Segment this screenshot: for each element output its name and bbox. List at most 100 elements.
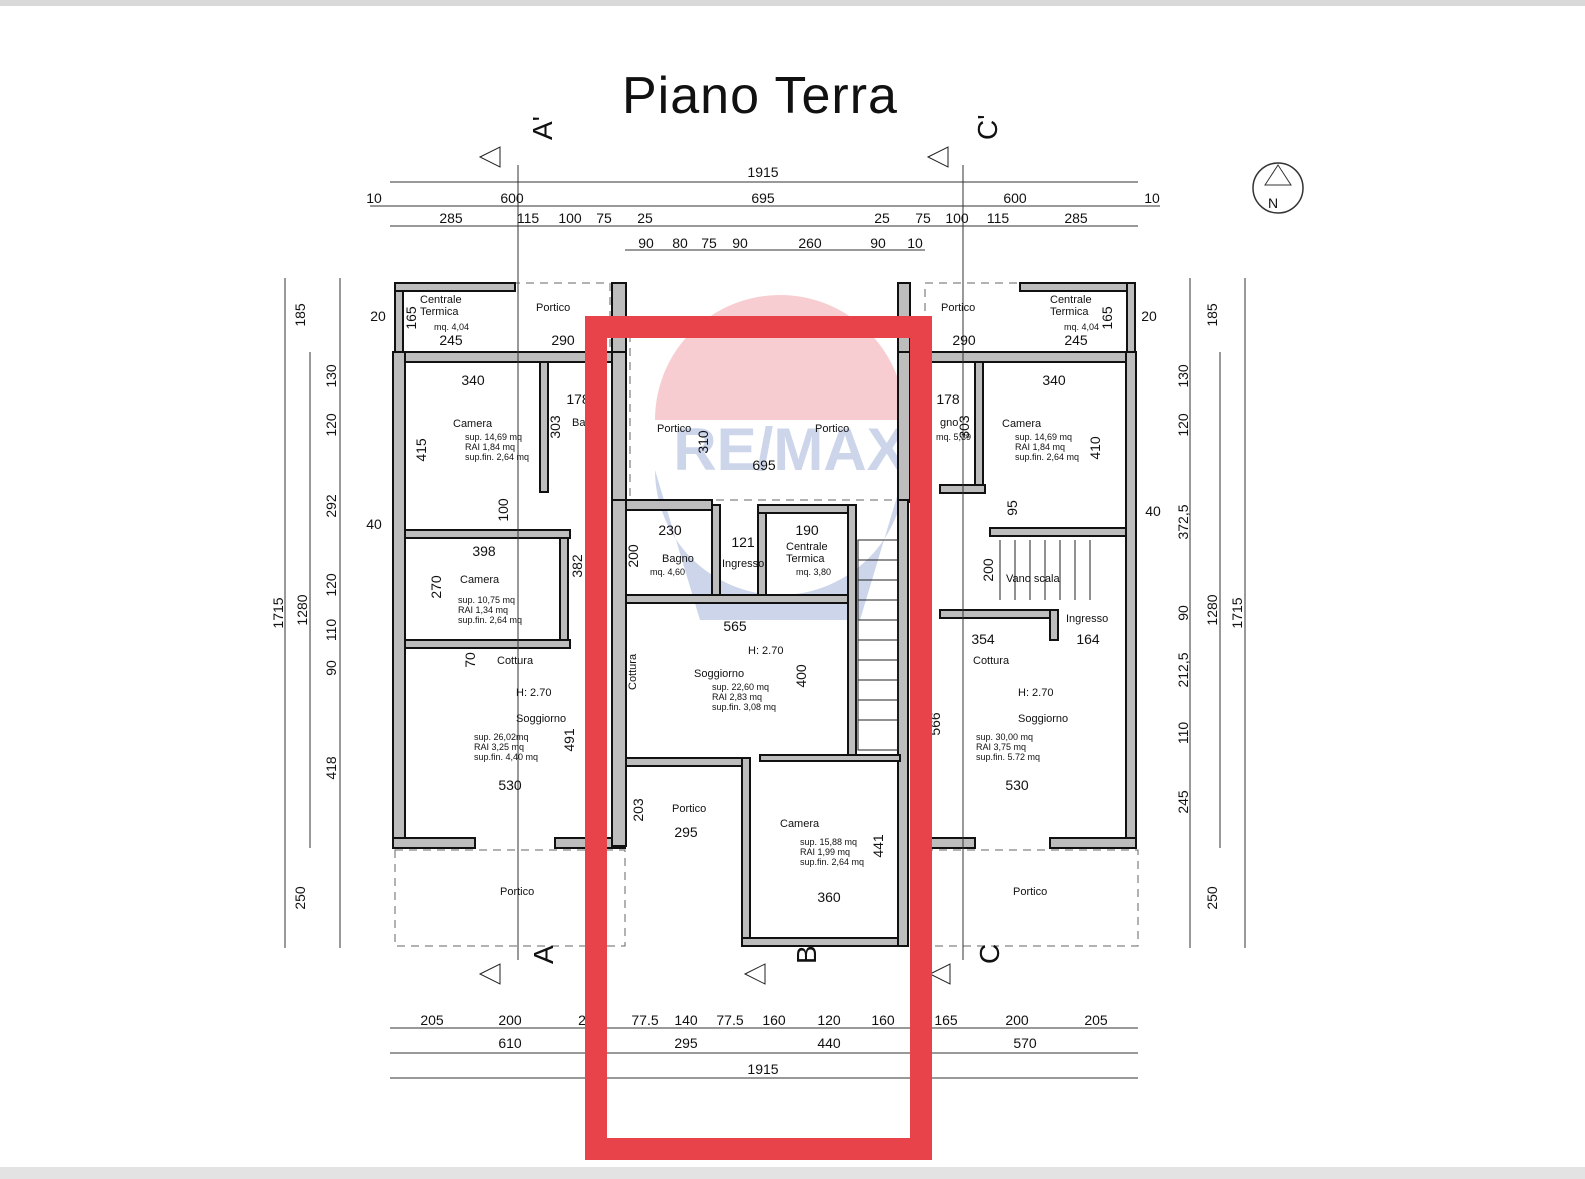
svg-text:310: 310 xyxy=(695,430,711,454)
svg-text:340: 340 xyxy=(461,372,485,388)
top-dimensions: 1915 10 600 695 600 10 285 115 100 75 25… xyxy=(366,164,1160,251)
svg-text:Portico: Portico xyxy=(815,423,849,435)
bottom-edge xyxy=(0,1167,1585,1179)
svg-text:sup. 22,60 mq: sup. 22,60 mq xyxy=(712,682,769,692)
svg-text:Camera: Camera xyxy=(453,418,493,430)
svg-text:B: B xyxy=(791,945,822,964)
svg-text:Vano scala: Vano scala xyxy=(1006,573,1060,585)
svg-text:372,5: 372,5 xyxy=(1175,504,1191,539)
staircase xyxy=(857,539,1091,751)
svg-text:Portico: Portico xyxy=(500,886,534,898)
svg-text:441: 441 xyxy=(870,834,886,858)
svg-text:1915: 1915 xyxy=(747,164,778,180)
svg-text:340: 340 xyxy=(1042,372,1066,388)
svg-text:250: 250 xyxy=(1204,886,1220,910)
svg-text:N: N xyxy=(1268,195,1278,211)
svg-text:410: 410 xyxy=(1087,436,1103,460)
svg-text:160: 160 xyxy=(871,1012,895,1028)
svg-text:285: 285 xyxy=(439,210,463,226)
svg-text:610: 610 xyxy=(498,1035,522,1051)
svg-text:600: 600 xyxy=(500,190,524,206)
svg-text:80: 80 xyxy=(672,235,688,251)
svg-text:10: 10 xyxy=(1144,190,1160,206)
svg-text:90: 90 xyxy=(323,660,339,676)
svg-text:1280: 1280 xyxy=(1204,594,1220,625)
svg-text:H: 2.70: H: 2.70 xyxy=(516,687,551,699)
svg-text:70: 70 xyxy=(462,652,478,668)
svg-text:120: 120 xyxy=(323,413,339,437)
svg-text:530: 530 xyxy=(1005,777,1029,793)
svg-text:A: A xyxy=(528,945,559,964)
svg-text:90: 90 xyxy=(732,235,748,251)
svg-text:sup. 14,69 mq: sup. 14,69 mq xyxy=(1015,432,1072,442)
svg-text:1915: 1915 xyxy=(747,1061,778,1077)
svg-text:sup.fin. 3,08 mq: sup.fin. 3,08 mq xyxy=(712,702,776,712)
left-dimensions: 1715 1280 185 130 120 292 120 110 90 418… xyxy=(270,303,339,910)
svg-text:120: 120 xyxy=(817,1012,841,1028)
svg-text:RAI 1,34 mq: RAI 1,34 mq xyxy=(458,605,508,615)
svg-text:270: 270 xyxy=(428,575,444,599)
svg-text:695: 695 xyxy=(751,190,775,206)
svg-text:90: 90 xyxy=(1175,605,1191,621)
svg-text:110: 110 xyxy=(323,619,339,642)
svg-text:sup.fin. 4,40 mq: sup.fin. 4,40 mq xyxy=(474,752,538,762)
svg-text:203: 203 xyxy=(630,798,646,822)
page-title: Piano Terra xyxy=(622,67,898,125)
svg-text:Camera: Camera xyxy=(1002,418,1042,430)
svg-text:303: 303 xyxy=(956,415,972,439)
svg-text:382: 382 xyxy=(569,554,585,578)
svg-text:20: 20 xyxy=(370,308,386,324)
svg-text:A': A' xyxy=(527,116,558,140)
svg-text:75: 75 xyxy=(701,235,717,251)
svg-text:Soggiorno: Soggiorno xyxy=(694,668,744,680)
svg-text:75: 75 xyxy=(596,210,612,226)
svg-text:gno: gno xyxy=(940,417,958,429)
portico-br-outline xyxy=(924,849,1139,947)
svg-text:sup. 10,75 mq: sup. 10,75 mq xyxy=(458,595,515,605)
svg-text:RAI 1,99 mq: RAI 1,99 mq xyxy=(800,847,850,857)
svg-text:sup. 14,69 mq: sup. 14,69 mq xyxy=(465,432,522,442)
svg-text:sup. 15,88 mq: sup. 15,88 mq xyxy=(800,837,857,847)
svg-text:290: 290 xyxy=(551,332,575,348)
svg-text:Ingresso: Ingresso xyxy=(1066,613,1108,625)
right-dimensions: 1715 1280 185 130 120 372,5 90 212,5 110… xyxy=(1175,303,1245,910)
svg-text:110: 110 xyxy=(1175,722,1191,745)
svg-text:185: 185 xyxy=(292,303,308,327)
svg-text:90: 90 xyxy=(638,235,654,251)
svg-text:200: 200 xyxy=(1005,1012,1029,1028)
svg-text:40: 40 xyxy=(366,516,382,532)
svg-text:130: 130 xyxy=(323,364,339,388)
svg-text:C': C' xyxy=(972,114,1003,140)
svg-text:Portico: Portico xyxy=(672,803,706,815)
svg-text:Soggiorno: Soggiorno xyxy=(1018,713,1068,725)
svg-text:200: 200 xyxy=(625,544,641,568)
svg-text:290: 290 xyxy=(952,332,976,348)
svg-text:121: 121 xyxy=(731,534,755,550)
remax-watermark: RE/MAX xyxy=(655,295,907,620)
svg-text:Ingresso: Ingresso xyxy=(722,558,764,570)
svg-text:165: 165 xyxy=(403,306,419,330)
svg-text:mq. 3,80: mq. 3,80 xyxy=(796,567,831,577)
svg-text:250: 250 xyxy=(292,886,308,910)
svg-text:20: 20 xyxy=(1141,308,1157,324)
svg-text:sup.fin. 5.72 mq: sup.fin. 5.72 mq xyxy=(976,752,1040,762)
watermark-balloon-top xyxy=(655,295,905,420)
svg-text:25: 25 xyxy=(874,210,890,226)
svg-text:190: 190 xyxy=(795,522,819,538)
svg-text:mq. 4,60: mq. 4,60 xyxy=(650,567,685,577)
svg-text:185: 185 xyxy=(1204,303,1220,327)
svg-text:100: 100 xyxy=(558,210,582,226)
svg-text:115: 115 xyxy=(987,210,1010,226)
svg-text:570: 570 xyxy=(1013,1035,1037,1051)
svg-text:Portico: Portico xyxy=(536,302,570,314)
svg-text:415: 415 xyxy=(413,438,429,462)
svg-text:Cottura: Cottura xyxy=(497,655,534,667)
svg-text:Bagno: Bagno xyxy=(662,553,694,565)
svg-text:2: 2 xyxy=(578,1012,586,1028)
svg-text:Cottura: Cottura xyxy=(627,653,639,690)
svg-text:292: 292 xyxy=(323,494,339,518)
svg-text:H: 2.70: H: 2.70 xyxy=(748,645,783,657)
svg-text:160: 160 xyxy=(762,1012,786,1028)
